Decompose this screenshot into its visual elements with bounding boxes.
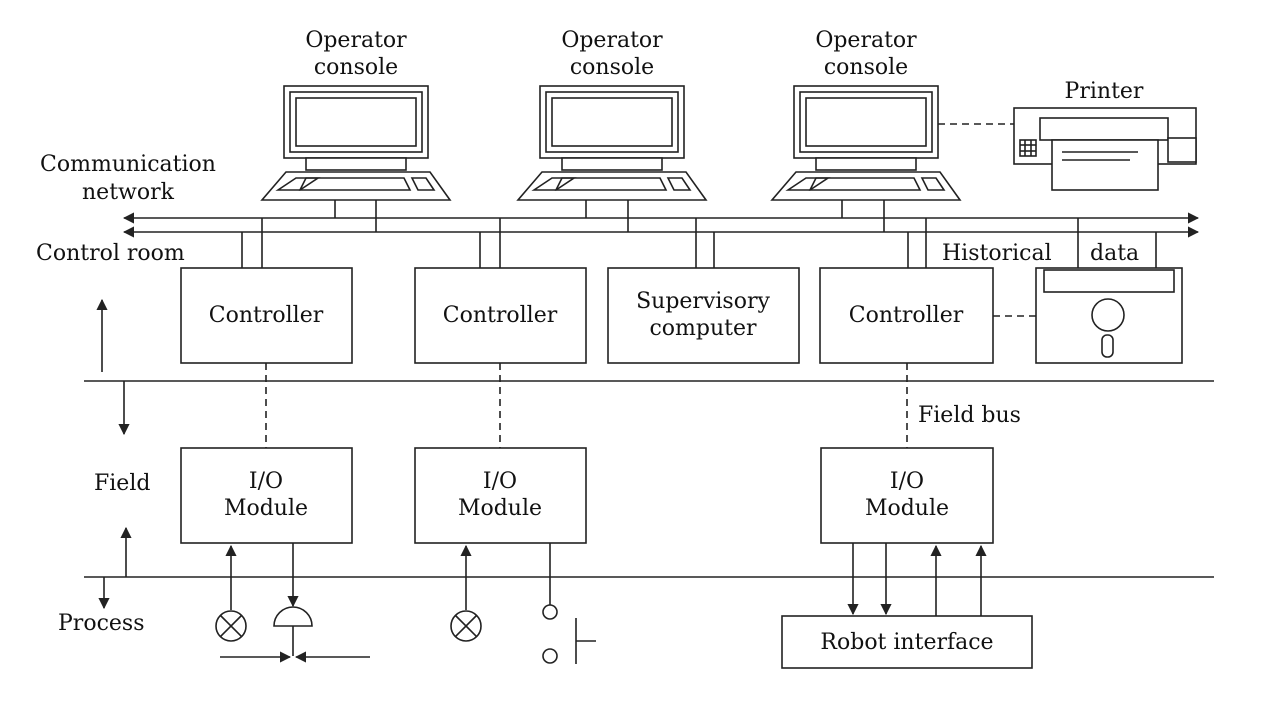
printer-icon (1013, 107, 1197, 191)
operator-console-3-label-line2: console (824, 55, 908, 80)
operator-console-2-label-line2: console (570, 55, 654, 80)
data-label: data (1090, 241, 1139, 266)
lamp-icon (450, 544, 482, 642)
communication-network-label-line2: network (82, 180, 175, 205)
io-module-3: I/O Module (820, 447, 994, 544)
robot-interface: Robot interface (781, 543, 1033, 669)
operator-console-1: Operator console (260, 28, 452, 232)
supervisory-computer: Supervisory computer (607, 218, 800, 364)
controller-3: Controller (819, 218, 994, 364)
controller-2: Controller (414, 218, 587, 364)
operator-console-2: Operator console (516, 28, 708, 232)
operator-console-1-label-line1: Operator (305, 28, 407, 53)
process-label: Process (58, 611, 145, 636)
monitor-icon (283, 85, 429, 171)
switch-icon (542, 543, 596, 664)
supervisory-computer-label-line2: computer (649, 316, 757, 341)
communication-network-label-line1: Communication (40, 152, 216, 177)
controller-1-label: Controller (209, 303, 324, 328)
operator-console-1-label-line2: console (314, 55, 398, 80)
supervisory-computer-label-line1: Supervisory (636, 289, 770, 314)
valve-icon (220, 543, 370, 663)
communication-network-bus (122, 212, 1200, 238)
controller-1: Controller (180, 218, 353, 364)
io-module-3-label-line2: Module (865, 496, 949, 521)
lamp-icon (215, 544, 247, 642)
monitor-icon (539, 85, 685, 171)
historical-label: Historical (942, 241, 1052, 266)
robot-interface-label: Robot interface (820, 630, 993, 655)
io-module-1-label-line2: Module (224, 496, 308, 521)
field-bus-label: Field bus (918, 403, 1021, 428)
io-module-1: I/O Module (180, 447, 353, 544)
field-label: Field (94, 471, 150, 496)
io-module-1-label-line1: I/O (249, 469, 283, 494)
keyboard-icon (516, 171, 708, 201)
controller-2-label: Controller (443, 303, 558, 328)
printer: Printer (938, 79, 1197, 191)
io-module-3-label-line1: I/O (890, 469, 924, 494)
printer-label: Printer (1065, 79, 1144, 104)
control-room-label: Control room (36, 241, 185, 266)
controller-3-label: Controller (849, 303, 964, 328)
operator-console-2-label-line1: Operator (561, 28, 663, 53)
io-module-2-label-line2: Module (458, 496, 542, 521)
monitor-icon (793, 85, 939, 171)
io-module-2-label-line1: I/O (483, 469, 517, 494)
keyboard-icon (260, 171, 452, 201)
operator-console-3-label-line1: Operator (815, 28, 917, 53)
io-module-2: I/O Module (414, 447, 587, 544)
keyboard-icon (770, 171, 962, 201)
operator-console-3: Operator console (770, 28, 962, 232)
floppy-disk-icon (1035, 267, 1183, 364)
historical-data-storage: Historical data (942, 218, 1183, 364)
